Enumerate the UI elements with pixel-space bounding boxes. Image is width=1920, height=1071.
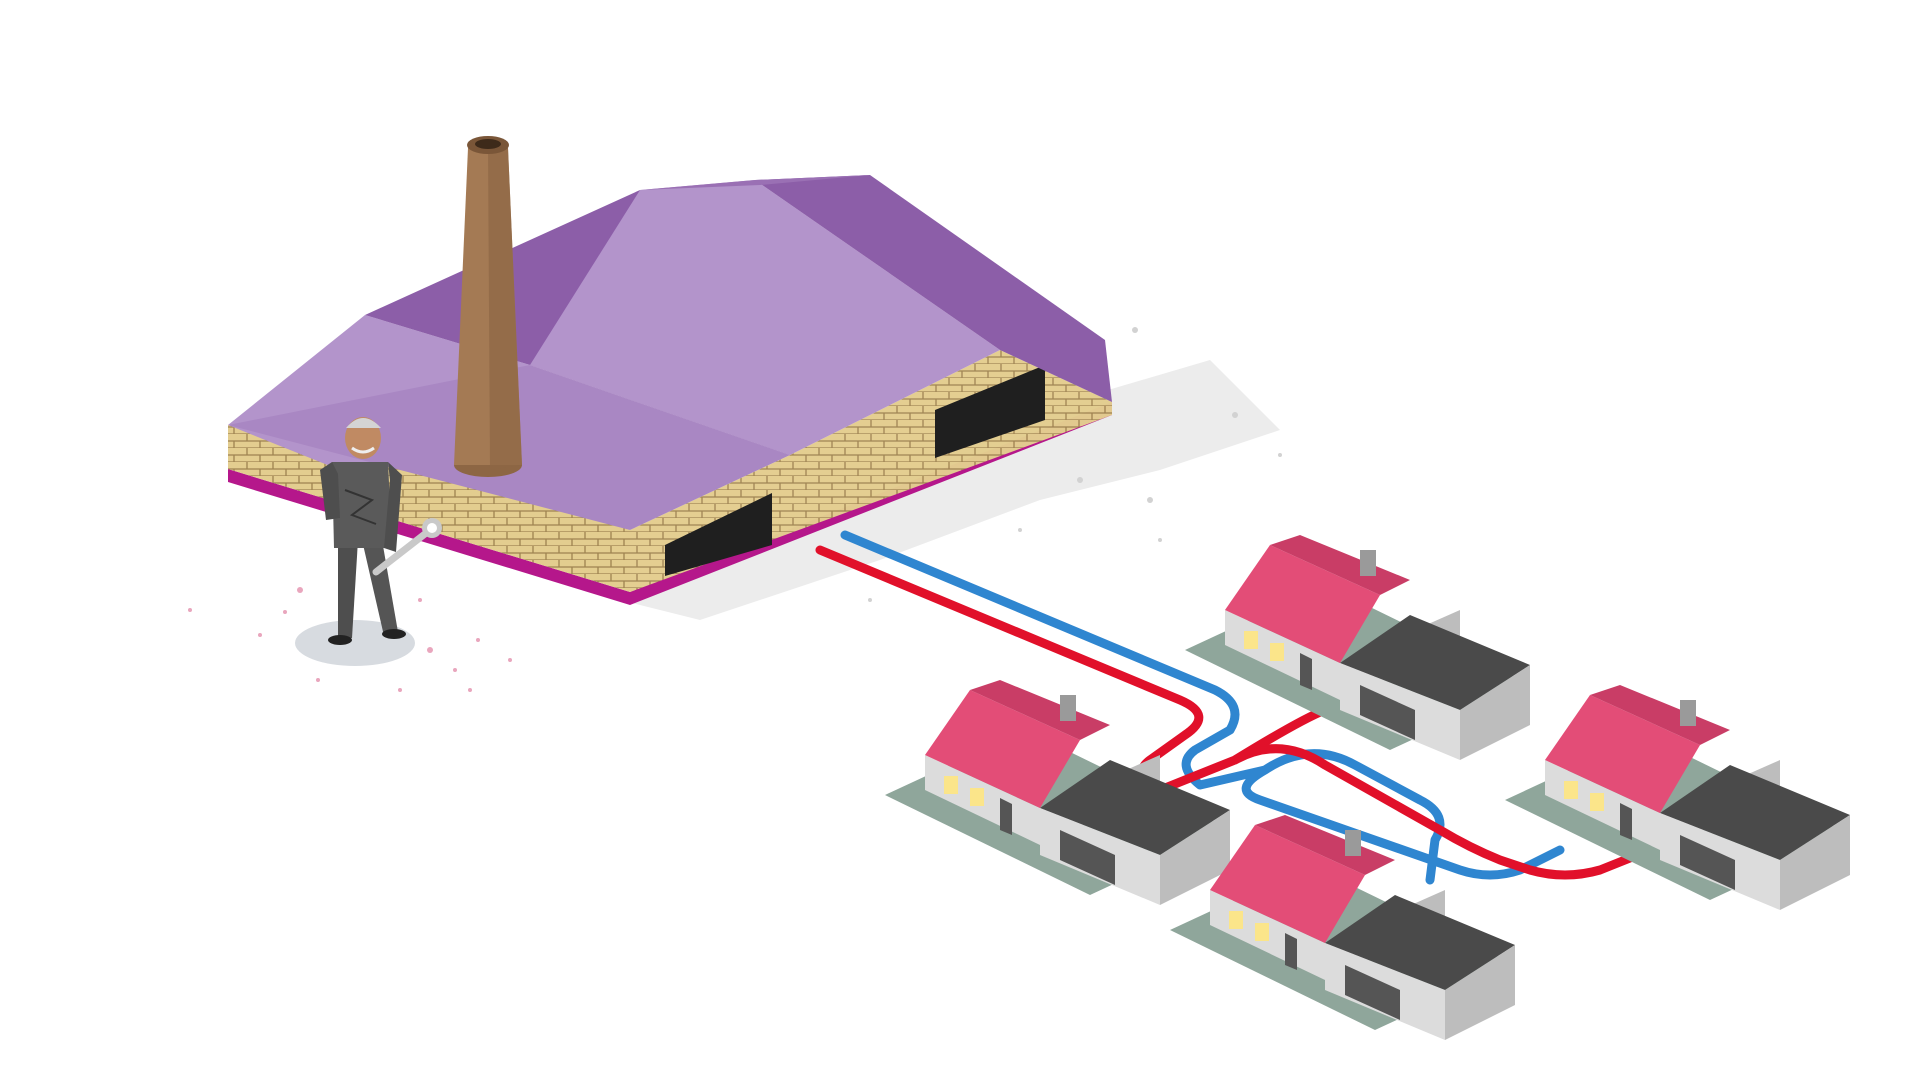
chimney-icon xyxy=(1360,550,1376,576)
garage-roof xyxy=(1340,615,1530,710)
house-roof xyxy=(1210,825,1365,943)
factory-roof-ridge-cap xyxy=(640,175,870,190)
chimney-icon xyxy=(1680,700,1696,726)
wrench-icon xyxy=(372,518,442,576)
factory-door-left xyxy=(665,493,772,576)
garage-roof xyxy=(1040,760,1230,855)
house-left xyxy=(885,680,1230,905)
house-roof xyxy=(1545,695,1700,813)
worker xyxy=(295,417,442,666)
chimney-icon xyxy=(1060,695,1076,721)
factory-door-right xyxy=(935,365,1045,458)
factory-shadow xyxy=(620,360,1280,620)
heating-pipes xyxy=(815,530,1655,885)
scattered-debris xyxy=(868,327,1282,602)
house-bottom xyxy=(1170,815,1515,1040)
garage-roof xyxy=(1325,895,1515,990)
house-top-right xyxy=(1185,535,1530,760)
chimney-icon xyxy=(1345,830,1361,856)
factory-chimney xyxy=(454,136,522,477)
scattered-petals xyxy=(188,587,512,692)
factory-roof-front-dark xyxy=(755,175,1112,402)
house-right xyxy=(1505,685,1850,910)
garage-roof xyxy=(1660,765,1850,860)
factory xyxy=(228,136,1112,605)
factory-roof-front-light-2 xyxy=(530,180,1000,455)
cold-water-pipe xyxy=(840,530,1565,885)
house-roof xyxy=(925,690,1080,808)
house-roof xyxy=(1225,545,1380,663)
